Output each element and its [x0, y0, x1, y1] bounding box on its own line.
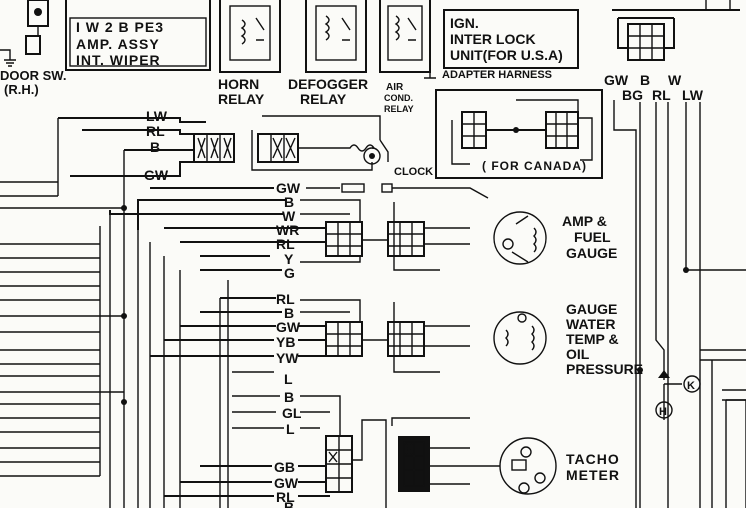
wiper-amp-pins: I W 2 B PE3 — [76, 19, 164, 35]
tacho-wire-gw: GW — [274, 475, 299, 491]
wiper-amp-label-1: AMP. ASSY — [76, 36, 160, 52]
tacho-wire-gb: GB — [274, 459, 295, 475]
temp-wire-gw: GW — [276, 319, 301, 335]
door-switch-label: DOOR SW. — [0, 68, 66, 83]
marker-h — [655, 401, 673, 419]
top-right-connector — [612, 9, 740, 61]
right-harness-wires — [613, 100, 746, 508]
wiper-amp-label-2: INT. WIPER — [76, 52, 161, 68]
fuel-wire-y: Y — [284, 251, 294, 267]
marker-k-label: K — [687, 380, 695, 392]
top-right-wire-bg: BG — [622, 87, 643, 103]
temp-wire-yb: YB — [276, 334, 295, 350]
fuel-wire-wr: WR — [276, 222, 299, 238]
adapter-harness-label: ADAPTER HARNESS — [442, 69, 552, 81]
left-wire-gw: GW — [144, 167, 169, 183]
top-right-wire-b: B — [640, 72, 650, 88]
defogger-relay-label-2: RELAY — [300, 91, 347, 107]
fuel-gauge-wiring — [109, 183, 547, 271]
top-right-wire-w: W — [668, 72, 682, 88]
defogger-relay-label-1: DEFOGGER — [288, 76, 368, 92]
horn-relay-label-1: HORN — [218, 76, 259, 92]
temp-wire-b: B — [284, 305, 294, 321]
gauge-label-5: PRESSURE — [566, 361, 643, 377]
fuel-wire-rl: RL — [276, 236, 295, 252]
marker-h-label: H — [659, 406, 667, 418]
interlock-label-3: UNIT(FOR U.S.A) — [450, 47, 563, 63]
interlock-unit-box — [443, 9, 579, 69]
amp-fuel-label-1: AMP & — [562, 213, 607, 229]
aircon-relay-label-2: COND. — [384, 93, 413, 103]
gauge-label-3: TEMP & — [566, 331, 619, 347]
temp-wire-rl: RL — [276, 291, 295, 307]
tacho-wire-b: B — [284, 389, 294, 405]
gauge-label-4: OIL — [566, 346, 590, 362]
interlock-label-2: INTER LOCK — [450, 31, 536, 47]
horn-relay-label-2: RELAY — [218, 91, 265, 107]
tacho-wire-gl: GL — [282, 405, 302, 421]
canada-adapter-box — [435, 89, 603, 179]
wiper-amp-connector — [65, 0, 211, 71]
aircon-relay-label-3: RELAY — [384, 104, 414, 114]
temp-gauge-wiring — [150, 280, 547, 508]
tacho-wiring — [164, 395, 557, 508]
temp-wire-l: L — [284, 371, 293, 387]
amp-fuel-label-2: FUEL — [574, 229, 611, 245]
aircon-relay — [379, 0, 436, 79]
left-wire-lw: LW — [146, 108, 168, 124]
top-right-wire-gw: GW — [604, 72, 629, 88]
door-switch-side-label: (R.H.) — [4, 82, 39, 97]
aircon-relay-label-1: AIR — [386, 82, 404, 93]
tacho-label-2: METER — [566, 467, 620, 483]
tacho-wire-b2: B — [284, 499, 294, 508]
fuel-wire-g: G — [284, 265, 295, 281]
temp-wire-yw: YW — [276, 350, 299, 366]
tacho-label-1: TACHO — [566, 451, 620, 467]
door-switch — [0, 0, 49, 67]
amp-fuel-label-3: GAUGE — [566, 245, 617, 261]
marker-k — [683, 375, 701, 393]
top-right-wire-lw: LW — [682, 87, 704, 103]
horn-relay — [219, 0, 281, 73]
gauge-label-1: GAUGE — [566, 301, 617, 317]
interlock-label-1: IGN. — [450, 15, 479, 31]
left-wire-b: B — [150, 139, 160, 155]
left-wire-rl: RL — [146, 123, 165, 139]
for-canada-label: ( FOR CANADA) — [482, 159, 587, 173]
clock-label: CLOCK — [394, 166, 433, 178]
tacho-wire-l: L — [286, 421, 295, 437]
left-harness — [0, 118, 181, 508]
top-right-wire-rl: RL — [652, 87, 671, 103]
fuel-wire-w: W — [282, 208, 296, 224]
fuel-wire-gw: GW — [276, 180, 301, 196]
left-connector — [58, 117, 235, 177]
defogger-relay — [305, 0, 367, 73]
clock-assembly — [251, 115, 389, 171]
fuel-wire-b: B — [284, 194, 294, 210]
tacho-wire-rl: RL — [276, 489, 295, 505]
gauge-label-2: WATER — [566, 316, 616, 332]
